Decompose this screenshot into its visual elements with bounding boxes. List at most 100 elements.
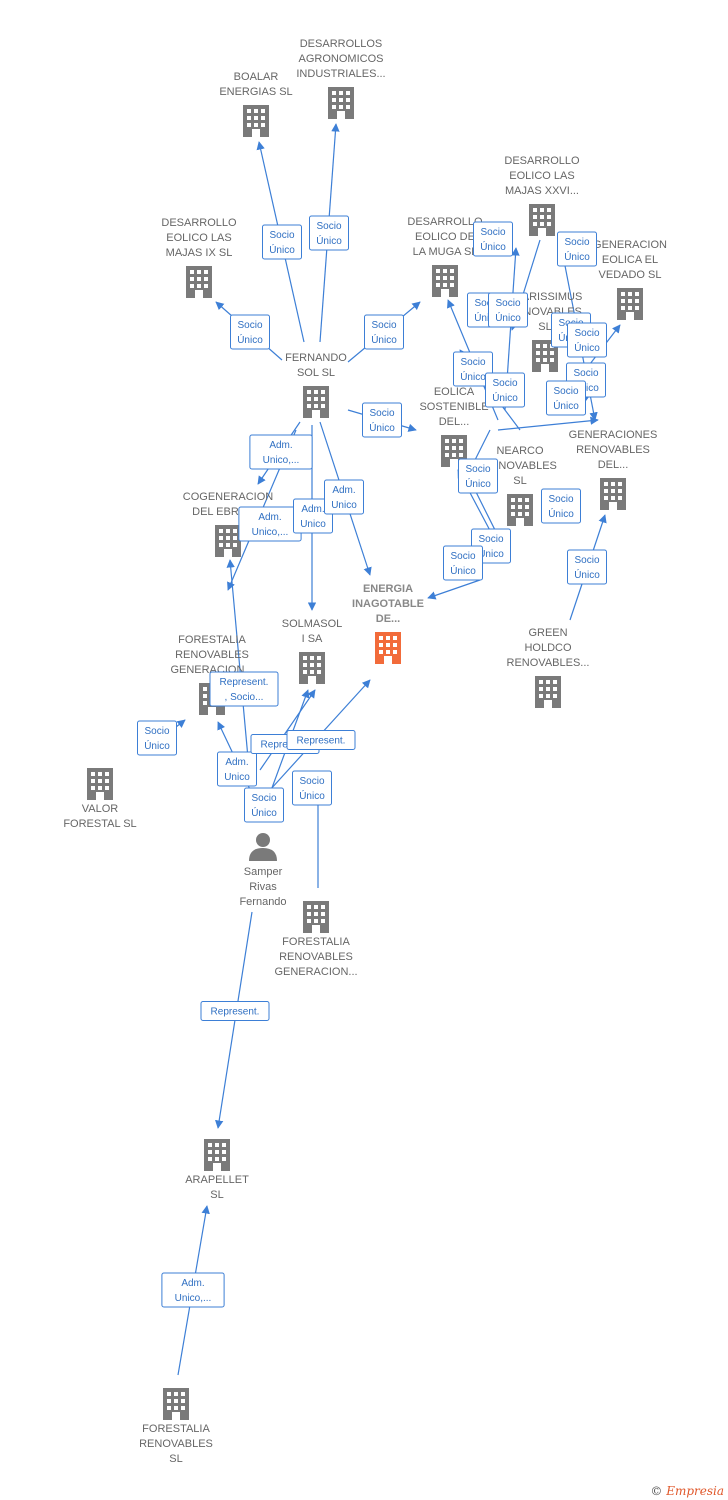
- node-arapellet[interactable]: ARAPELLET SL: [185, 1139, 249, 1201]
- edge-label-text: Único: [553, 399, 579, 412]
- node-energia[interactable]: ENERGIAINAGOTABLEDE...: [352, 583, 424, 664]
- node-label: ARAPELLET: [185, 1174, 249, 1186]
- node-label: SL: [513, 475, 526, 487]
- building-icon: [243, 105, 269, 137]
- edge-label-text: Represent.: [220, 677, 269, 688]
- node-generaciones[interactable]: GENERACIONESRENOVABLESDEL...: [569, 429, 658, 510]
- node-label: SOSTENIBLE: [419, 401, 488, 413]
- edge-label-text: Único: [316, 234, 342, 247]
- edge-label-text: Socio: [299, 776, 324, 787]
- edge-label-text: Único: [465, 477, 491, 490]
- node-label: SL: [210, 1189, 223, 1201]
- node-label: GENERACION: [593, 239, 667, 251]
- node-solmasol[interactable]: SOLMASOL I SA: [282, 618, 343, 684]
- edge-label[interactable]: Adm.Unico,...: [249, 434, 313, 470]
- edge-label-text: Único: [144, 739, 170, 752]
- copyright-symbol: ©: [650, 1484, 663, 1498]
- building-icon: [303, 901, 329, 933]
- building-icon: [299, 652, 325, 684]
- edge-label-text: Socio: [369, 408, 394, 419]
- node-label: VEDADO SL: [599, 269, 662, 281]
- edge-label-text: Unico: [300, 519, 326, 530]
- edge-label-text: Represent.: [297, 736, 346, 747]
- node-desarrollos_agro[interactable]: DESARROLLOSAGRONOMICOSINDUSTRIALES...: [296, 38, 386, 119]
- edge-label[interactable]: Adm.Unico: [217, 751, 257, 787]
- node-label: FORESTALIA: [142, 1423, 210, 1435]
- building-icon: [215, 525, 241, 557]
- edge-label-text: Socio: [548, 494, 573, 505]
- node-label: I SA: [302, 633, 323, 645]
- edge-label-text: Único: [478, 547, 504, 560]
- edge-label-text: Socio: [460, 357, 485, 368]
- node-label: DESARROLLOS: [300, 38, 383, 50]
- edge-label-text: Único: [369, 421, 395, 434]
- node-green_holdco[interactable]: GREENHOLDCORENOVABLES...: [507, 627, 590, 708]
- edge-label-text: Único: [480, 240, 506, 253]
- edge-label[interactable]: Adm.Unico: [324, 479, 364, 515]
- node-label: MAJAS IX SL: [166, 247, 233, 259]
- building-icon: [375, 632, 401, 664]
- edge-label-text: Único: [450, 564, 476, 577]
- node-label: BOALAR: [234, 71, 279, 83]
- edge-label-text: Socio: [553, 386, 578, 397]
- relationship-edge: [427, 579, 481, 600]
- node-forestalia_gen2[interactable]: FORESTALIARENOVABLESGENERACION...: [274, 901, 358, 978]
- edge-label[interactable]: Adm. Unico: [293, 498, 333, 534]
- building-icon: [529, 204, 555, 236]
- brand-logo[interactable]: Empresia: [666, 1484, 724, 1498]
- edge-label-text: Adm.: [332, 485, 355, 496]
- building-icon: [507, 494, 533, 526]
- building-icon: [204, 1139, 230, 1171]
- node-label: DEL...: [439, 416, 470, 428]
- edge-label[interactable]: Adm. Unico,...: [238, 506, 302, 542]
- edge-label[interactable]: Represent., Socio...: [209, 671, 279, 707]
- node-label: Fernando: [239, 896, 286, 908]
- building-icon: [186, 266, 212, 298]
- node-label: DESARROLLO: [161, 217, 237, 229]
- edge-label-text: Adm.: [258, 512, 281, 523]
- edge-label[interactable]: Adm.Unico,...: [161, 1272, 225, 1308]
- edge-label-text: Único: [574, 568, 600, 581]
- node-eolica_sost[interactable]: EOLICASOSTENIBLEDEL...: [419, 386, 489, 467]
- edge-label-text: Adm.: [301, 504, 324, 515]
- edge-label[interactable]: Represent.: [200, 1001, 270, 1021]
- edge-label-text: Socio: [480, 227, 505, 238]
- node-label: SOLMASOL: [282, 618, 343, 630]
- node-forestalia_gen1[interactable]: FORESTALIARENOVABLESGENERACION...: [170, 634, 254, 715]
- edge-label-text: Unico,...: [252, 527, 289, 538]
- edge-label-text: Socio: [144, 726, 169, 737]
- edge-label-text: Socio: [474, 298, 499, 309]
- edge-label[interactable]: Represent.: [286, 730, 356, 750]
- edge-label-text: Socio: [573, 368, 598, 379]
